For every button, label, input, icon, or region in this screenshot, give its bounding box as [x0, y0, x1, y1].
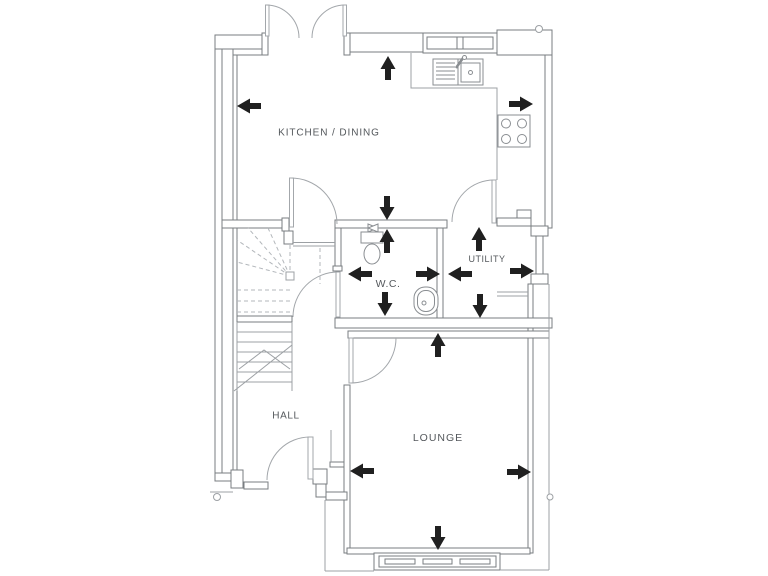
- front-door-frame-left: [230, 469, 244, 489]
- wall-topleft-inner: [232, 48, 263, 56]
- wc-door-jamb: [332, 265, 343, 272]
- stair-landing-edge: [236, 315, 293, 323]
- front-door-frame-right: [312, 468, 328, 485]
- stair-break-line: [233, 344, 293, 392]
- hob: [497, 114, 531, 148]
- room-label-utility: UTILITY: [468, 254, 506, 264]
- wall-top-mid: [349, 32, 424, 53]
- arrow-down-lounge: [430, 526, 446, 550]
- arrow-down-wc-south: [377, 292, 393, 316]
- wall-stair-top: [221, 219, 283, 229]
- windows: [373, 32, 501, 571]
- kitchen-sink: [432, 55, 484, 86]
- walls: [214, 29, 553, 555]
- arrow-right-utility: [510, 263, 534, 279]
- wall-top-left: [214, 34, 263, 50]
- front-door-sill: [243, 481, 269, 490]
- arrow-right-kitchen: [509, 96, 533, 112]
- arrow-down-utility: [472, 294, 488, 318]
- arrow-left-utility: [448, 266, 472, 282]
- arrow-left-wc: [348, 266, 372, 282]
- wall-west-jog: [329, 461, 345, 468]
- vent-pipe-bottom-right: [546, 493, 554, 501]
- doors: [265, 4, 497, 481]
- kitchen-door-jamb: [281, 217, 290, 232]
- wall-wc-utility-south: [334, 317, 553, 329]
- stair-direction-chevron: [238, 349, 291, 370]
- counter-edge: [410, 53, 498, 180]
- exterior-outline-lines: [210, 284, 550, 572]
- wall-wc-west: [334, 227, 342, 269]
- lounge-door: [348, 337, 397, 384]
- arrow-right-wc: [416, 266, 440, 282]
- french-doors: [265, 4, 347, 39]
- kitchen-utility-door: [451, 179, 497, 224]
- wall-utility-north: [496, 217, 532, 227]
- stair-newel-square: [285, 271, 295, 281]
- fixtures: [360, 55, 531, 316]
- bay-window: [373, 552, 501, 571]
- stair-flight: [233, 322, 293, 392]
- stair-newel-post: [283, 230, 294, 245]
- staircase: [233, 227, 335, 392]
- wall-hall-south: [214, 472, 234, 482]
- vent-pipe-bottom-left: [213, 493, 221, 501]
- stair-winders-dashed: [236, 227, 321, 313]
- basin: [413, 286, 439, 316]
- utility-door-frame-bottom: [530, 273, 549, 285]
- kitchen-hall-door: [289, 177, 338, 228]
- wall-lounge-west: [343, 384, 351, 554]
- wall-top-right-corner: [496, 29, 553, 56]
- wc-door: [292, 271, 341, 318]
- room-label-wc: W.C.: [375, 278, 401, 290]
- vent-pipes: [213, 25, 554, 501]
- wall-lounge-north: [347, 330, 550, 339]
- kitchen-counter: [410, 53, 528, 297]
- arrow-right-lounge: [507, 464, 531, 480]
- wall-left: [214, 34, 223, 481]
- room-label-lounge: LOUNGE: [412, 432, 464, 444]
- toilet: [360, 223, 384, 265]
- arrow-left-lounge: [350, 463, 374, 479]
- room-label-hall: HALL: [272, 410, 300, 422]
- vent-pipe-top-right: [535, 25, 543, 33]
- arrow-up-kitchen: [380, 56, 396, 80]
- wall-step-band: [325, 491, 348, 501]
- room-label-kitchen-dining: KITCHEN / DINING: [278, 127, 380, 139]
- utility-door-leaf: [535, 235, 544, 275]
- kitchen-window: [422, 32, 498, 54]
- wall-right-upper: [544, 54, 553, 229]
- wall-left-inner: [232, 54, 238, 474]
- arrow-left-kitchen: [237, 98, 261, 114]
- wall-step-out: [315, 483, 327, 498]
- arrow-up-utility: [471, 227, 487, 251]
- arrow-down-wc-north: [379, 196, 395, 220]
- front-door: [266, 436, 314, 481]
- wall-wc-north: [334, 219, 448, 229]
- utility-door-frame-top: [530, 225, 549, 237]
